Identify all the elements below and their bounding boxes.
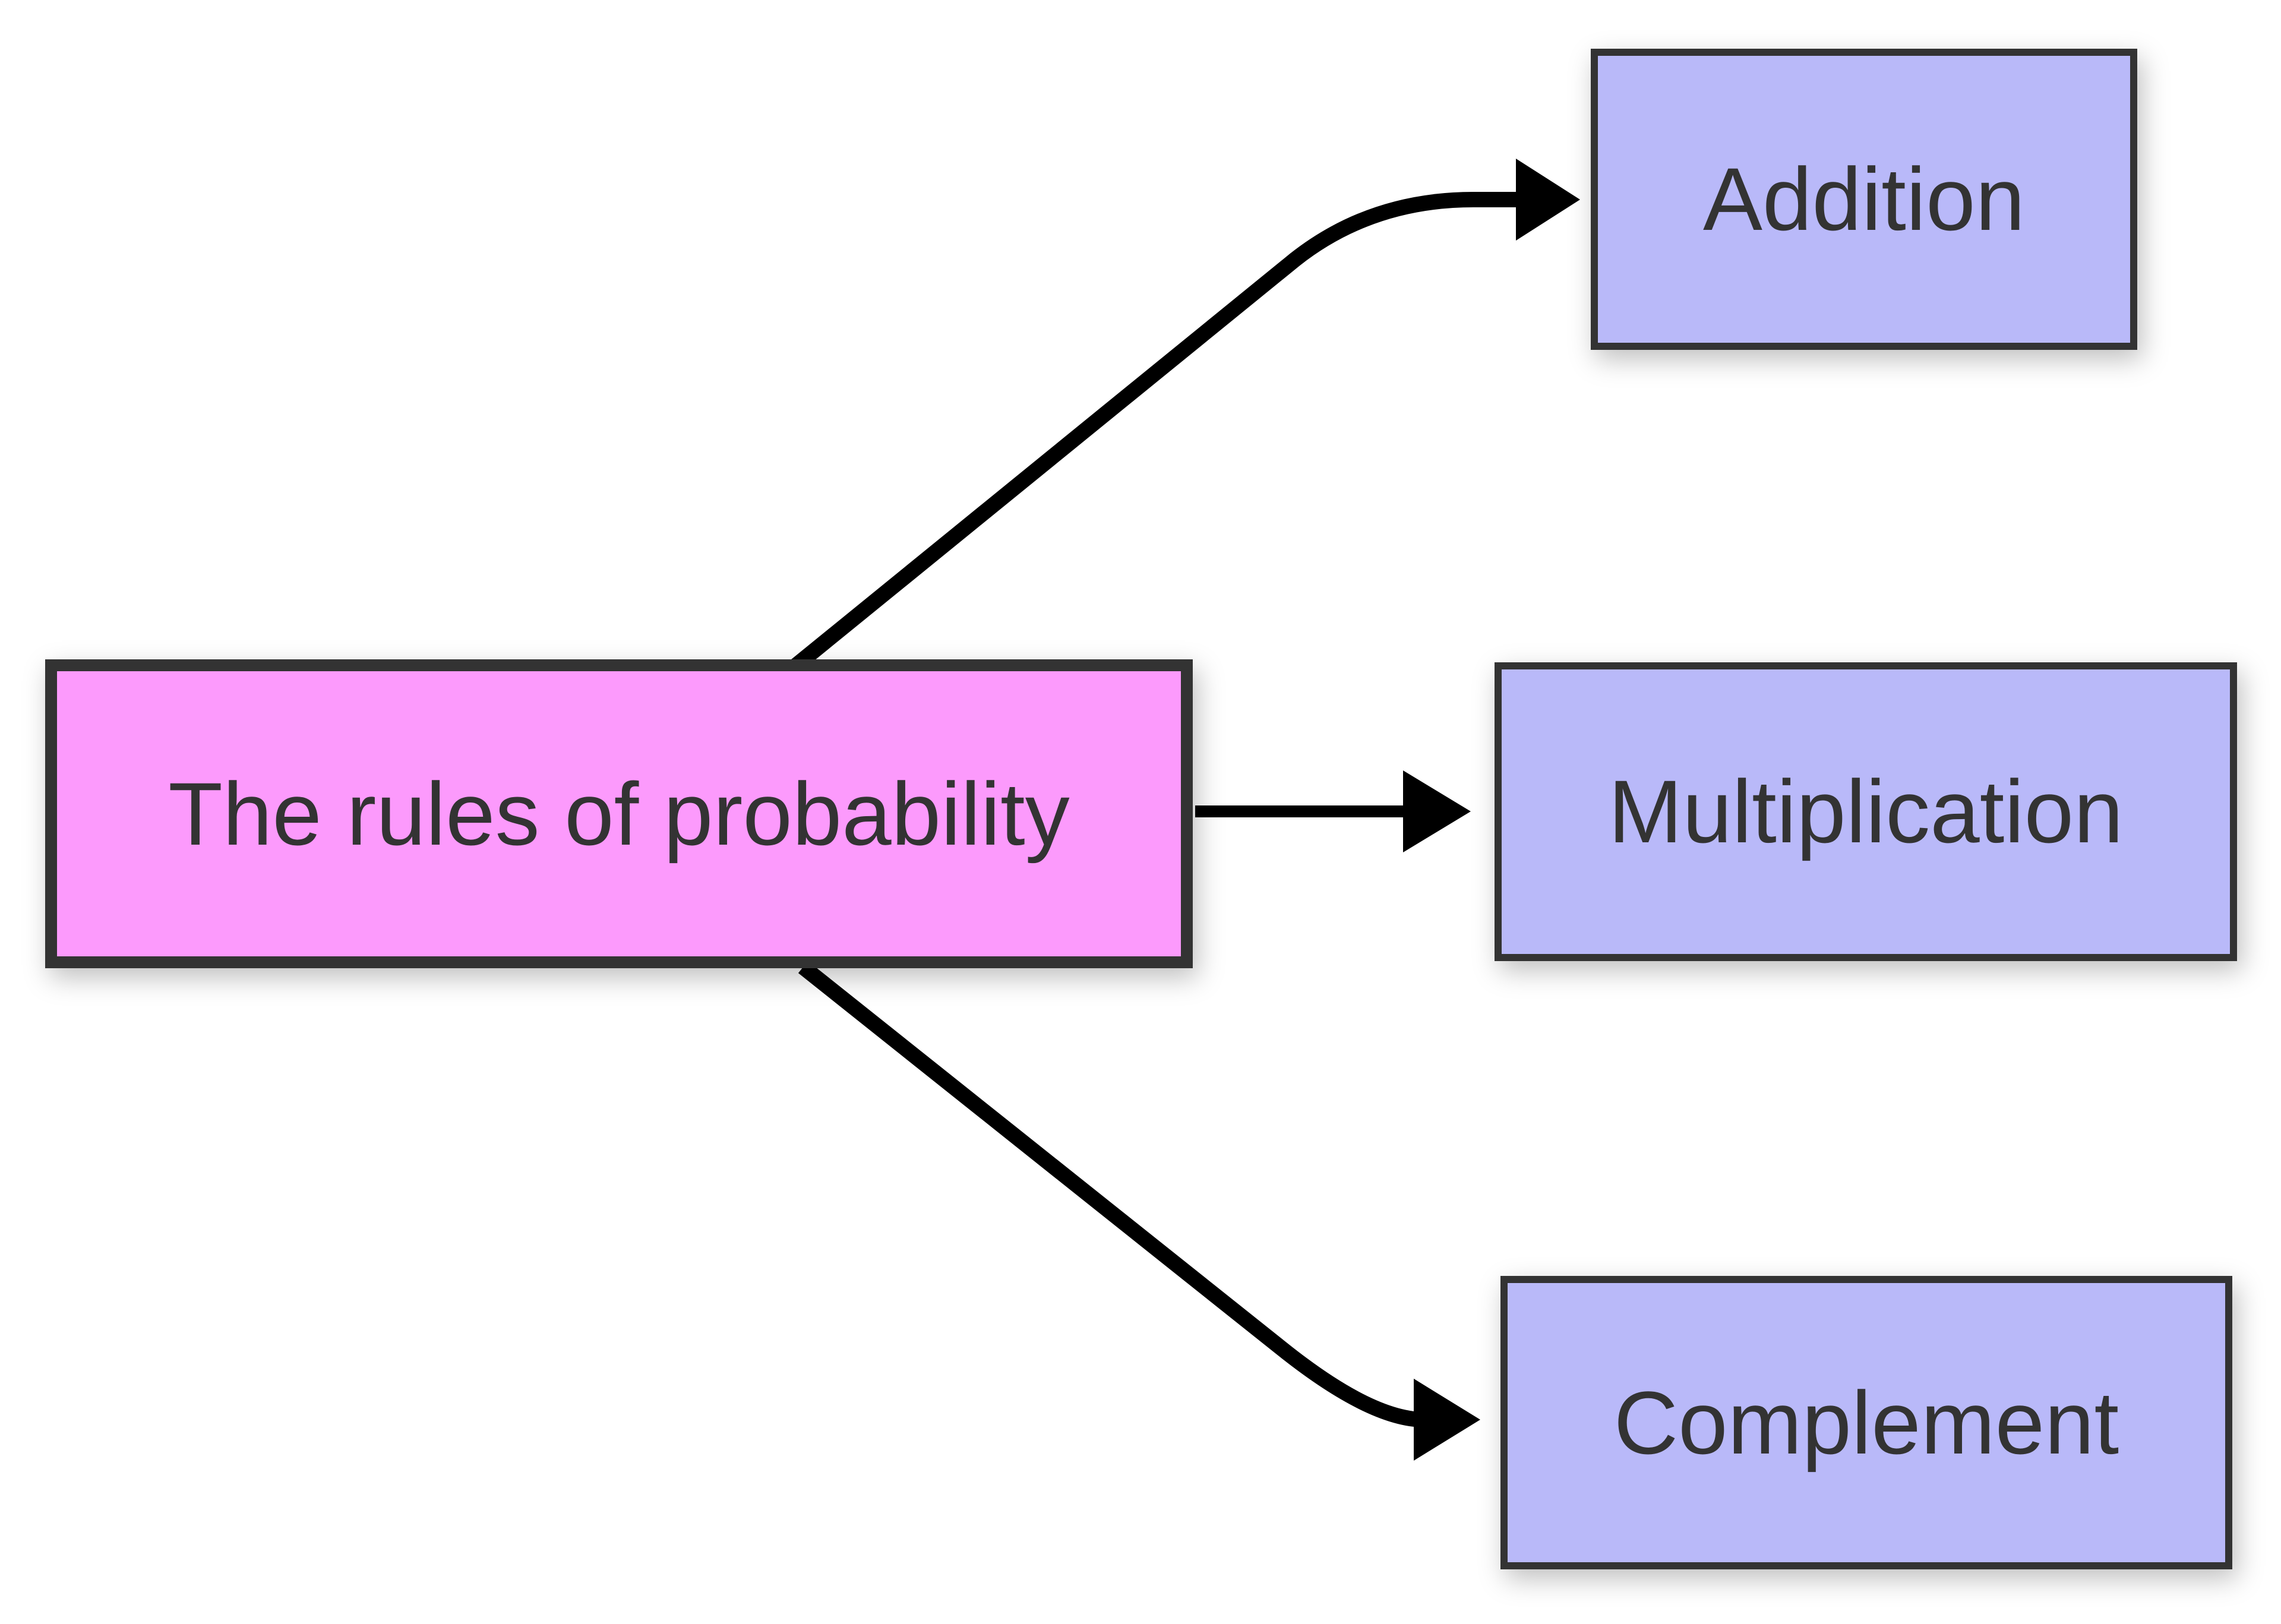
edge-rules-to-addition — [789, 159, 1580, 673]
node-addition: Addition — [1591, 49, 2137, 350]
node-multiplication: Multiplication — [1495, 662, 2237, 961]
node-complement-label: Complement — [1613, 1372, 2119, 1473]
node-multiplication-label: Multiplication — [1608, 762, 2124, 861]
node-rules-of-probability-label: The rules of probability — [168, 763, 1070, 864]
edge-rules-to-multiplication — [1195, 770, 1471, 852]
arrowhead-addition — [1516, 159, 1580, 241]
node-addition-label: Addition — [1702, 149, 2026, 249]
edge-line-rules-to-addition — [789, 192, 1518, 673]
edge-rules-to-complement — [798, 961, 1480, 1461]
edge-line-rules-to-complement — [798, 961, 1425, 1427]
node-rules-of-probability: The rules of probability — [45, 659, 1193, 968]
arrowhead-complement — [1414, 1379, 1480, 1461]
node-complement: Complement — [1500, 1276, 2232, 1569]
arrowhead-multiplication — [1403, 770, 1471, 852]
